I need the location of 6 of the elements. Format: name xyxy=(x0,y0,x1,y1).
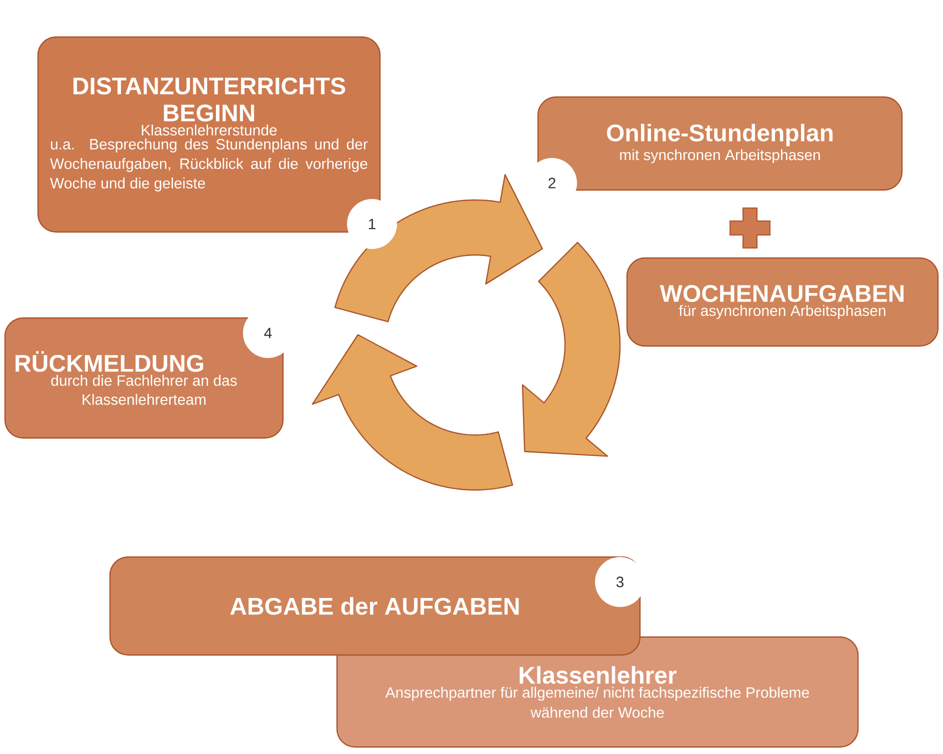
node-label: 2 xyxy=(548,178,556,188)
tasks-box: WOCHENAUFGABEN für asynchronen Arbeitsphasen xyxy=(626,257,939,347)
node-label: 1 xyxy=(368,218,376,230)
node-label: 3 xyxy=(616,576,624,588)
teacher-box: Klassenlehrer Ansprechpartner für allgemeine/ nicht fachspezifische Probleme während der Woche xyxy=(336,636,859,748)
node-label: 4 xyxy=(264,328,272,338)
